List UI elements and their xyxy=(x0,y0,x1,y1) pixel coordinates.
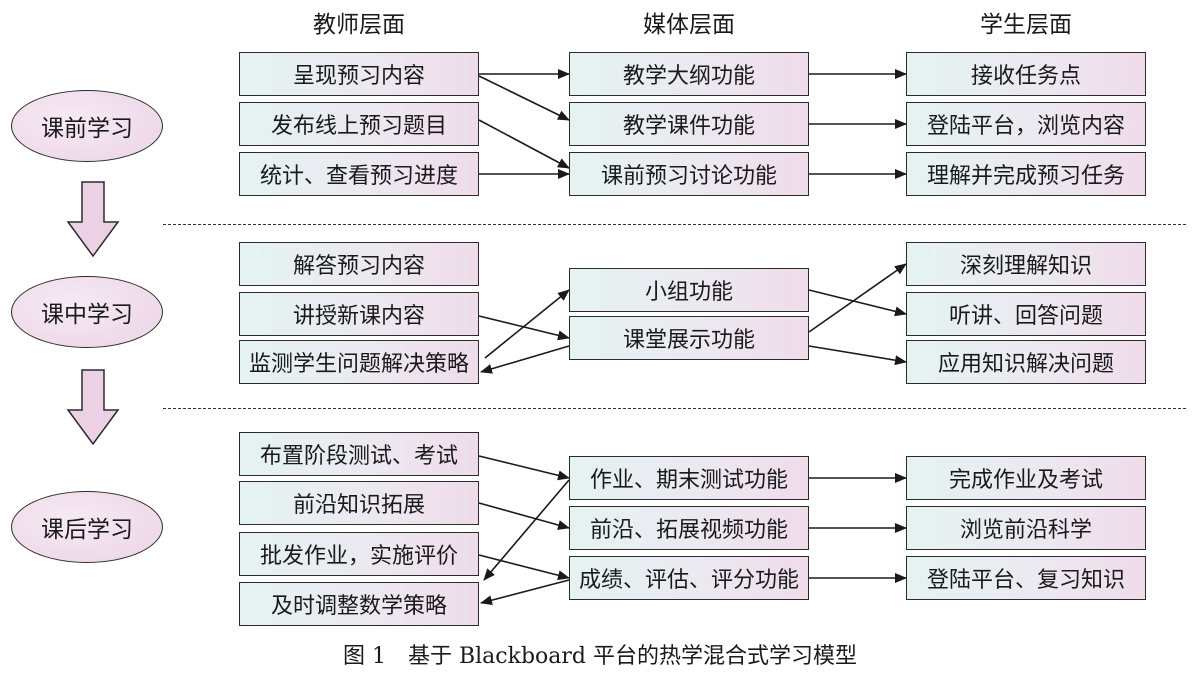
pre-teacher-box-2: 发布线上预习题目 xyxy=(239,102,479,146)
in-teacher-box-3: 监测学生问题解决策略 xyxy=(239,340,479,384)
post-teacher-box-2: 前沿知识拓展 xyxy=(239,481,479,525)
post-student-box-1: 完成作业及考试 xyxy=(906,456,1146,500)
arrow-in-3 xyxy=(480,345,570,374)
post-teacher-box-1: 布置阶段测试、考试 xyxy=(239,432,479,476)
phase-post-class: 课后学习 xyxy=(11,491,163,563)
pre-student-box-1: 接收任务点 xyxy=(906,52,1146,96)
arrow-post-4 xyxy=(483,479,570,581)
divider-pre-in xyxy=(163,224,1186,225)
in-media-box-1: 小组功能 xyxy=(569,268,809,312)
in-teacher-box-1: 解答预习内容 xyxy=(239,242,479,286)
post-teacher-box-4: 及时调整数学策略 xyxy=(239,582,479,626)
arrow-in-5 xyxy=(808,263,907,333)
post-teacher-box-3: 批发作业，实施评价 xyxy=(239,532,479,576)
post-student-box-2: 浏览前沿科学 xyxy=(906,506,1146,550)
pre-media-box-3: 课前预习讨论功能 xyxy=(569,152,809,196)
pre-media-box-2: 教学课件功能 xyxy=(569,102,809,146)
figure-caption: 图 1 基于 Blackboard 平台的热学混合式学习模型 xyxy=(343,644,857,669)
pre-student-box-2: 登陆平台，浏览内容 xyxy=(906,102,1146,146)
post-media-box-2: 前沿、拓展视频功能 xyxy=(569,506,809,550)
arrow-post-1 xyxy=(478,455,570,481)
down-arrow-in-to-post xyxy=(66,369,120,446)
post-media-box-1: 作业、期末测试功能 xyxy=(569,456,809,500)
arrow-post-3 xyxy=(478,554,570,581)
arrow-in-6 xyxy=(808,345,907,366)
in-media-box-2: 课堂展示功能 xyxy=(569,316,809,360)
in-student-box-2: 听讲、回答问题 xyxy=(906,292,1146,336)
header-student: 学生层面 xyxy=(980,12,1072,38)
phase-in-class: 课中学习 xyxy=(11,276,163,348)
arrow-pre-2 xyxy=(478,75,570,121)
in-student-box-3: 应用知识解决问题 xyxy=(906,340,1146,384)
header-media: 媒体层面 xyxy=(643,12,735,38)
arrow-pre-3 xyxy=(478,119,570,169)
pre-student-box-3: 理解并完成预习任务 xyxy=(906,152,1146,196)
pre-media-box-1: 教学大纲功能 xyxy=(569,52,809,96)
pre-teacher-box-3: 统计、查看预习进度 xyxy=(239,152,479,196)
phase-pre-class: 课前学习 xyxy=(11,90,163,162)
arrow-post-5 xyxy=(480,579,570,606)
header-teacher: 教师层面 xyxy=(313,12,405,38)
down-arrow-pre-to-in xyxy=(66,181,120,258)
arrow-post-2 xyxy=(478,502,570,530)
divider-in-post xyxy=(163,408,1186,409)
post-media-box-3: 成绩、评估、评分功能 xyxy=(569,556,809,600)
post-student-box-3: 登陆平台、复习知识 xyxy=(906,556,1146,600)
in-teacher-box-2: 讲授新课内容 xyxy=(239,292,479,336)
arrow-in-2 xyxy=(484,289,570,359)
arrow-in-4 xyxy=(808,289,907,317)
pre-teacher-box-1: 呈现预习内容 xyxy=(239,52,479,96)
